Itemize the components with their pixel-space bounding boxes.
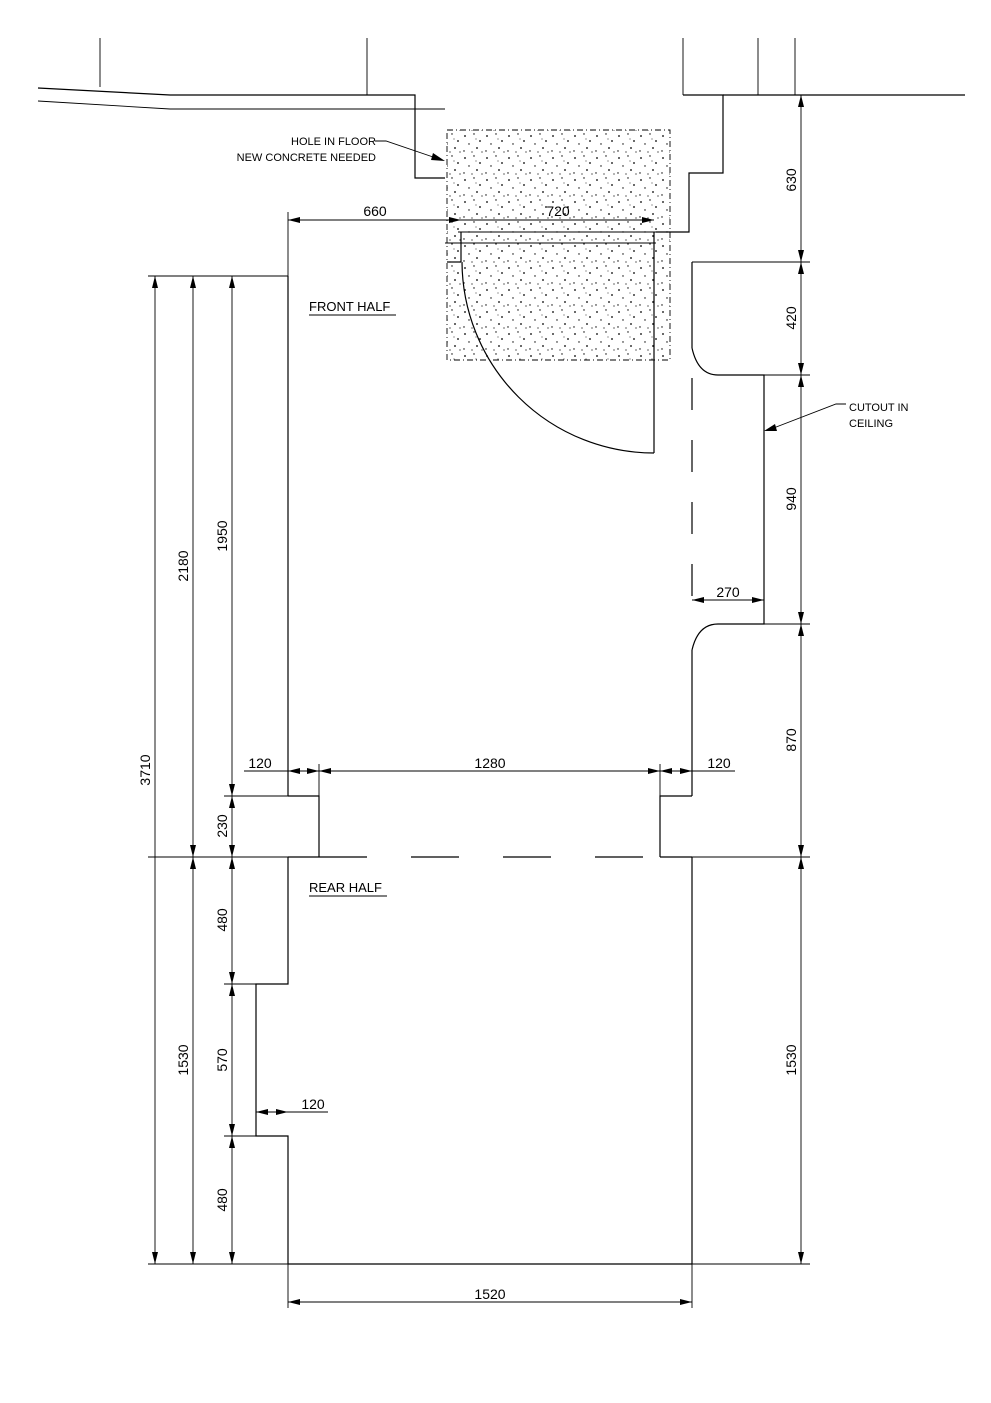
- dim-940: 940: [783, 487, 799, 511]
- note-leaders: [375, 140, 846, 431]
- dimension-lines: [152, 95, 804, 1305]
- dim-480-bottom: 480: [214, 1188, 230, 1212]
- dim-120-left: 120: [248, 755, 272, 771]
- dim-660: 660: [363, 203, 387, 219]
- front-half-label: FRONT HALF: [309, 299, 390, 314]
- dim-1280: 1280: [474, 755, 505, 771]
- cutout-note-line1: CUTOUT IN: [849, 402, 909, 414]
- dim-2180: 2180: [175, 550, 191, 581]
- rear-half-label: REAR HALF: [309, 880, 382, 895]
- dim-3710: 3710: [137, 754, 153, 785]
- dim-230: 230: [214, 814, 230, 838]
- dim-1530-left: 1530: [175, 1044, 191, 1075]
- door-swing: [447, 232, 655, 454]
- dim-1530-right: 1530: [783, 1044, 799, 1075]
- dim-570: 570: [214, 1048, 230, 1072]
- dim-1520: 1520: [474, 1286, 505, 1302]
- labels: FRONT HALF REAR HALF HOLE IN FLOOR NEW C…: [237, 136, 909, 897]
- dim-120-right: 120: [707, 755, 731, 771]
- cutout-note-line2: CEILING: [849, 418, 893, 430]
- dim-420: 420: [783, 306, 799, 330]
- dimension-texts: 660 720 630 420 940 270 870 1530 3710 21…: [137, 168, 799, 1302]
- dim-120-recess: 120: [301, 1096, 325, 1112]
- hole-note-line1: HOLE IN FLOOR: [291, 136, 376, 148]
- dim-480-top: 480: [214, 908, 230, 932]
- dim-1950: 1950: [214, 520, 230, 551]
- dim-270: 270: [716, 584, 740, 600]
- dim-720: 720: [546, 203, 570, 219]
- dim-630: 630: [783, 168, 799, 192]
- dim-870: 870: [783, 728, 799, 752]
- hole-note-line2: NEW CONCRETE NEEDED: [237, 152, 376, 164]
- concrete-hole: [446, 129, 671, 361]
